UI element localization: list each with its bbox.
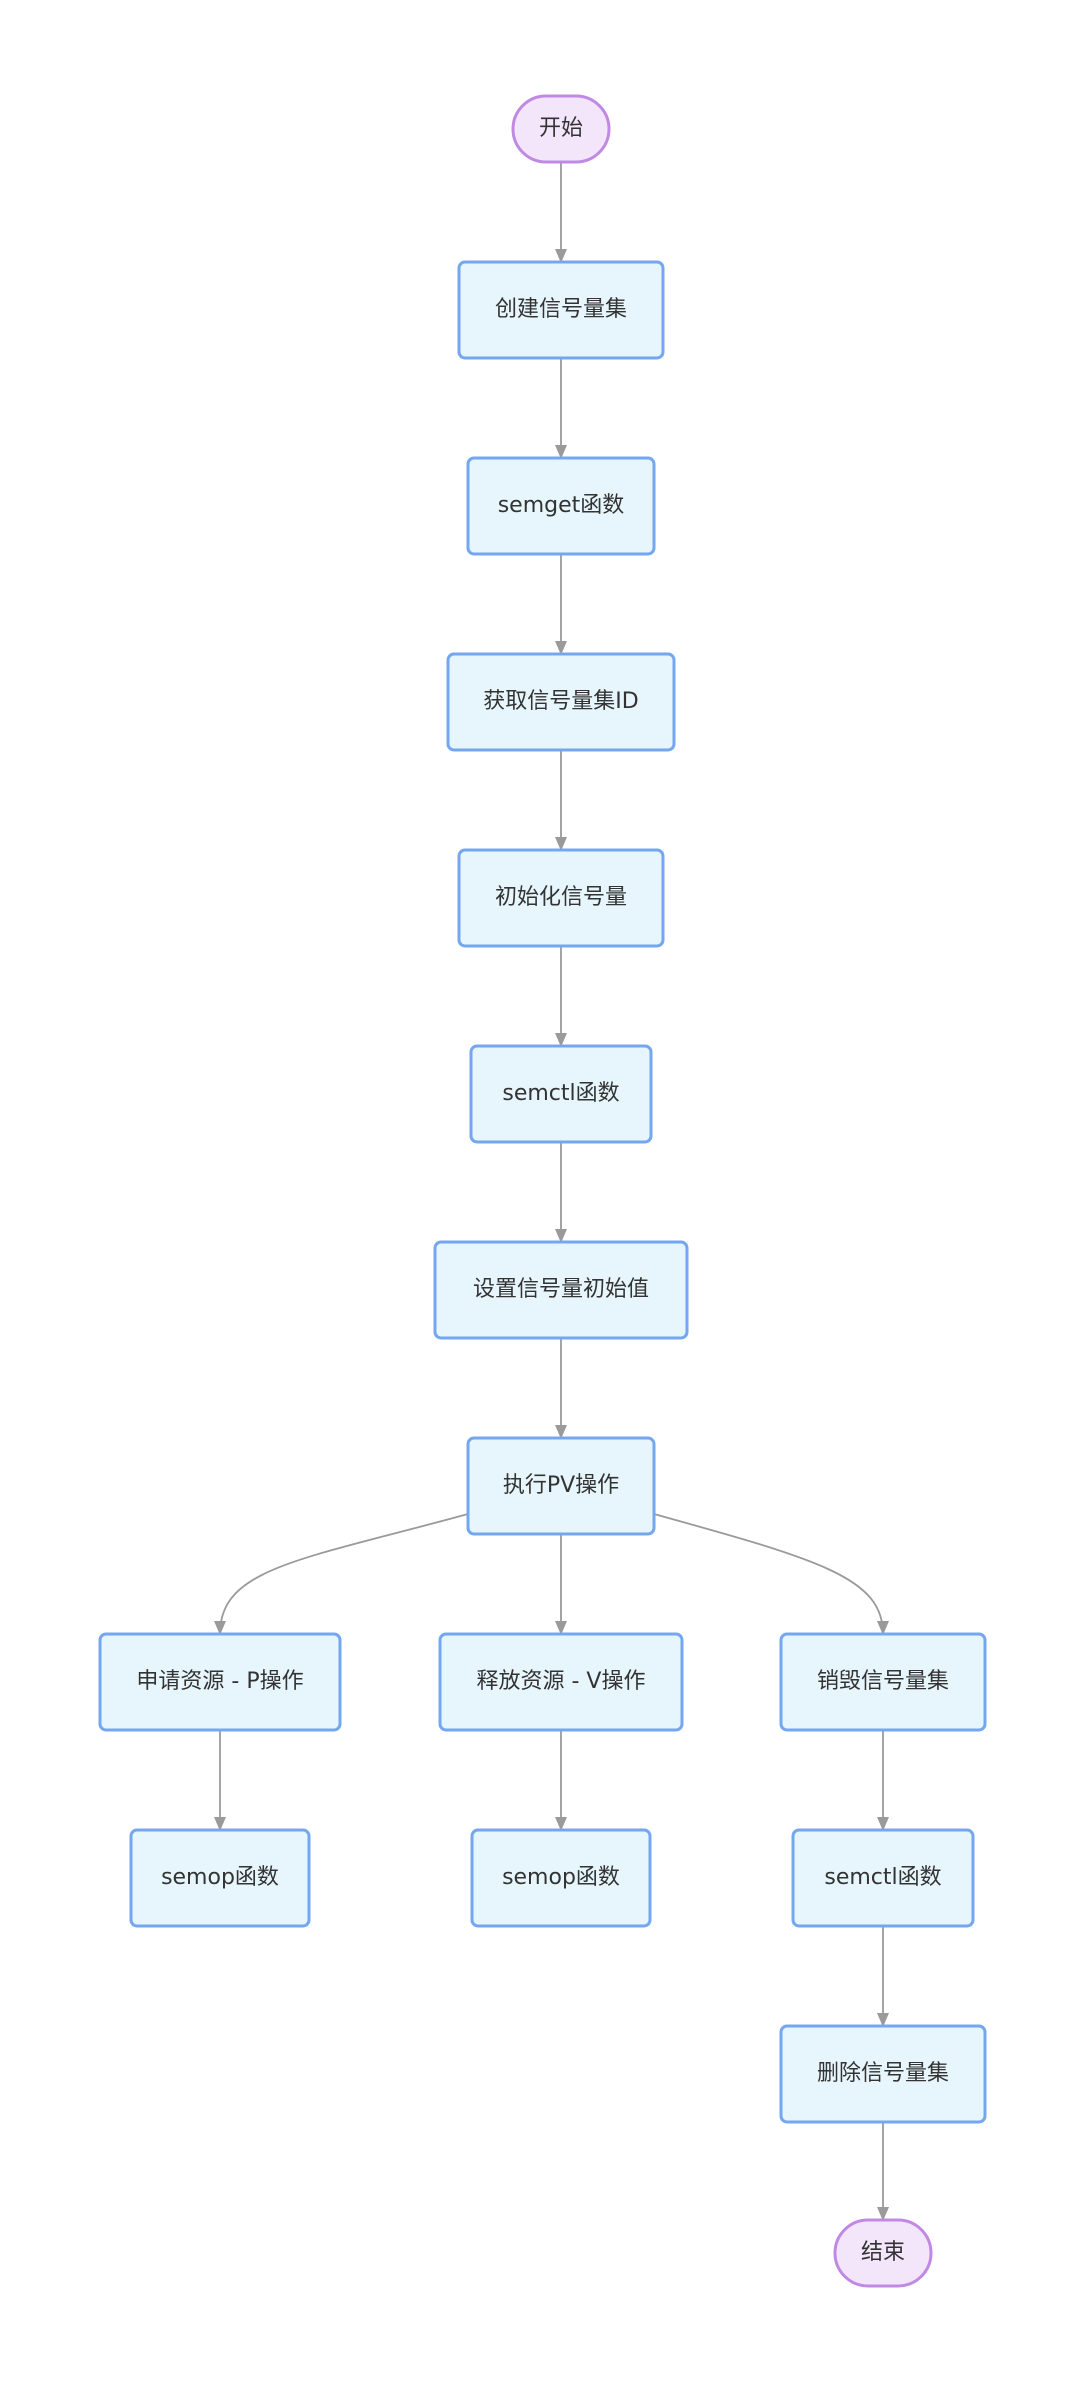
request-p-node: 申请资源 - P操作 xyxy=(98,1632,342,1732)
edge-pv-to-request xyxy=(214,1513,469,1635)
request-p-label: 申请资源 - P操作 xyxy=(136,1669,303,1694)
destroy-node: 销毁信号量集 xyxy=(779,1632,987,1732)
semget-label: semget函数 xyxy=(498,493,625,518)
edges xyxy=(214,162,889,2221)
get-id-node: 获取信号量集ID xyxy=(446,652,676,752)
semop-p-node: semop函数 xyxy=(129,1828,311,1928)
start-label: 开始 xyxy=(539,116,583,141)
semctl-init-node: semctl函数 xyxy=(469,1044,653,1144)
release-v-label: 释放资源 - V操作 xyxy=(477,1669,646,1694)
release-v-node: 释放资源 - V操作 xyxy=(438,1632,684,1732)
start-node: 开始 xyxy=(511,94,611,164)
pv-node: 执行PV操作 xyxy=(466,1436,656,1536)
end-node: 结束 xyxy=(833,2218,933,2288)
semctl-init-label: semctl函数 xyxy=(502,1081,619,1106)
semget-node: semget函数 xyxy=(466,456,656,556)
set-initial-label: 设置信号量初始值 xyxy=(473,1277,649,1302)
semop-v-label: semop函数 xyxy=(502,1865,620,1890)
semctl-destroy-label: semctl函数 xyxy=(824,1865,941,1890)
destroy-label: 销毁信号量集 xyxy=(817,1669,949,1694)
pv-label: 执行PV操作 xyxy=(503,1473,619,1498)
create-set-node: 创建信号量集 xyxy=(457,260,665,360)
end-label: 结束 xyxy=(861,2240,905,2265)
delete-set-label: 删除信号量集 xyxy=(817,2061,949,2086)
semop-v-node: semop函数 xyxy=(470,1828,652,1928)
edge-pv-to-destroy xyxy=(653,1513,889,1635)
set-initial-node: 设置信号量初始值 xyxy=(433,1240,689,1340)
init-label: 初始化信号量 xyxy=(495,885,627,910)
semctl-destroy-node: semctl函数 xyxy=(791,1828,975,1928)
get-id-label: 获取信号量集ID xyxy=(483,689,638,714)
init-node: 初始化信号量 xyxy=(457,848,665,948)
create-set-label: 创建信号量集 xyxy=(495,297,627,322)
semop-p-label: semop函数 xyxy=(161,1865,279,1890)
delete-set-node: 删除信号量集 xyxy=(779,2024,987,2124)
